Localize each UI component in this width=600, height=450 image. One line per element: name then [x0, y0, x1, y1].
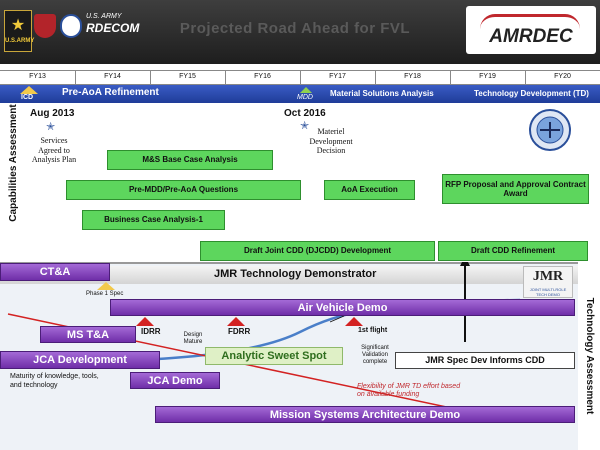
- business-case-box: Business Case Analysis-1: [82, 210, 225, 230]
- icd-milestone-icon: [20, 86, 38, 94]
- phase-bar: [0, 85, 600, 103]
- phase-1-label: Phase 1 Spec: [86, 291, 124, 297]
- first-flight-label: 1st flight: [358, 327, 388, 334]
- fy-divider: [450, 70, 451, 85]
- star-icon: ✭: [300, 120, 310, 132]
- msa-label: Material Solutions Analysis: [330, 89, 434, 98]
- fy-divider: [225, 70, 226, 85]
- draft-jcdd-box: Draft Joint CDD (DJCDD) Development: [200, 241, 435, 261]
- pre-aoa-label: Pre-AoA Refinement: [62, 87, 159, 98]
- shield-emblem-icon: [34, 14, 56, 38]
- services-agreed-label: Services Agreed to Analysis Plan: [31, 136, 77, 165]
- mdd-label: MDD: [297, 94, 313, 101]
- round-emblem-icon: [60, 14, 82, 38]
- analytic-sweet-spot-box: Analytic Sweet Spot: [205, 347, 343, 365]
- rfp-proposal-box: RFP Proposal and Approval Contract Award: [442, 174, 589, 204]
- ms-ta-box: MS T&A: [40, 326, 136, 343]
- jmr-tech-demo-title: JMR Technology Demonstrator: [214, 268, 377, 280]
- aoa-execution-box: AoA Execution: [324, 180, 415, 200]
- army-logo: ★ U.S.ARMY: [4, 10, 35, 52]
- page-title: Projected Road Ahead for FVL: [179, 20, 411, 37]
- design-mature-label: Design Mature: [183, 332, 203, 346]
- cta-box: CT&A: [0, 263, 110, 281]
- star-icon: ★: [10, 17, 26, 34]
- aug-2013-label: Aug 2013: [30, 108, 75, 119]
- jca-demo-box: JCA Demo: [130, 372, 220, 389]
- idrr-label: IDRR: [141, 327, 161, 336]
- fdrr-milestone-icon: [227, 317, 245, 326]
- rdecom-logo-text: RDECOM: [86, 21, 140, 35]
- materiel-decision-label: Materiel Development Decision: [309, 127, 353, 156]
- jmr-logo-subtitle: JOINT MULTI-ROLE TECH DEMO: [529, 287, 567, 297]
- amrdec-logo: AMRDEC: [466, 6, 596, 54]
- oct-2016-label: Oct 2016: [284, 108, 326, 119]
- jmr-spec-box: JMR Spec Dev Informs CDD: [395, 352, 575, 369]
- draft-cdd-refinement-box: Draft CDD Refinement: [438, 241, 588, 261]
- td-label: Technology Development (TD): [474, 89, 589, 98]
- program-seal-icon: [529, 109, 571, 151]
- capabilities-assessment-label: Capabilities Assessment: [8, 104, 19, 222]
- fy-label: FY17: [329, 73, 346, 80]
- fy-label: FY14: [104, 73, 121, 80]
- jca-development-box: JCA Development: [0, 351, 160, 369]
- first-flight-milestone-icon: [345, 317, 363, 326]
- fy-label: FY18: [404, 73, 421, 80]
- fy-divider: [525, 70, 526, 85]
- rdecom-subtitle: U.S. ARMY: [86, 13, 122, 20]
- swoosh-icon: [480, 14, 580, 29]
- fy-divider: [375, 70, 376, 85]
- fy-label: FY15: [179, 73, 196, 80]
- idrr-milestone-icon: [136, 317, 154, 326]
- tech-demo-header: [0, 266, 578, 284]
- significant-validation-label: Significant Validation complete: [361, 345, 389, 366]
- jmr-logo-text: JMR: [532, 269, 564, 284]
- army-logo-text: U.S.ARMY: [5, 38, 35, 44]
- amrdec-logo-text: AMRDEC: [489, 26, 573, 47]
- pre-mdd-questions-box: Pre-MDD/Pre-AoA Questions: [66, 180, 301, 200]
- ms-base-case-box: M&S Base Case Analysis: [107, 150, 273, 170]
- fy-divider: [300, 70, 301, 85]
- fdrr-label: FDRR: [228, 327, 251, 336]
- air-vehicle-demo-box: Air Vehicle Demo: [110, 299, 575, 316]
- star-icon: ✭: [46, 121, 56, 133]
- jmr-logo: JMR JOINT MULTI-ROLE TECH DEMO: [523, 266, 573, 298]
- icd-label: ICD: [21, 94, 34, 101]
- technology-assessment-label: Technology Assessment: [584, 297, 595, 415]
- fy-label: FY19: [479, 73, 496, 80]
- fy-divider: [150, 70, 151, 85]
- fy-label: FY20: [554, 73, 571, 80]
- fy-label: FY16: [254, 73, 271, 80]
- flexibility-label: Flexibility of JMR TD effort based on av…: [357, 383, 461, 399]
- phase-1-milestone-icon: [97, 282, 115, 290]
- mdd-milestone-icon: [300, 87, 312, 93]
- mission-systems-box: Mission Systems Architecture Demo: [155, 406, 575, 423]
- section-divider: [0, 262, 578, 264]
- fy-divider: [75, 70, 76, 85]
- fy-label: FY13: [29, 73, 46, 80]
- maturity-label: Maturity of knowledge, tools, and techno…: [10, 373, 99, 389]
